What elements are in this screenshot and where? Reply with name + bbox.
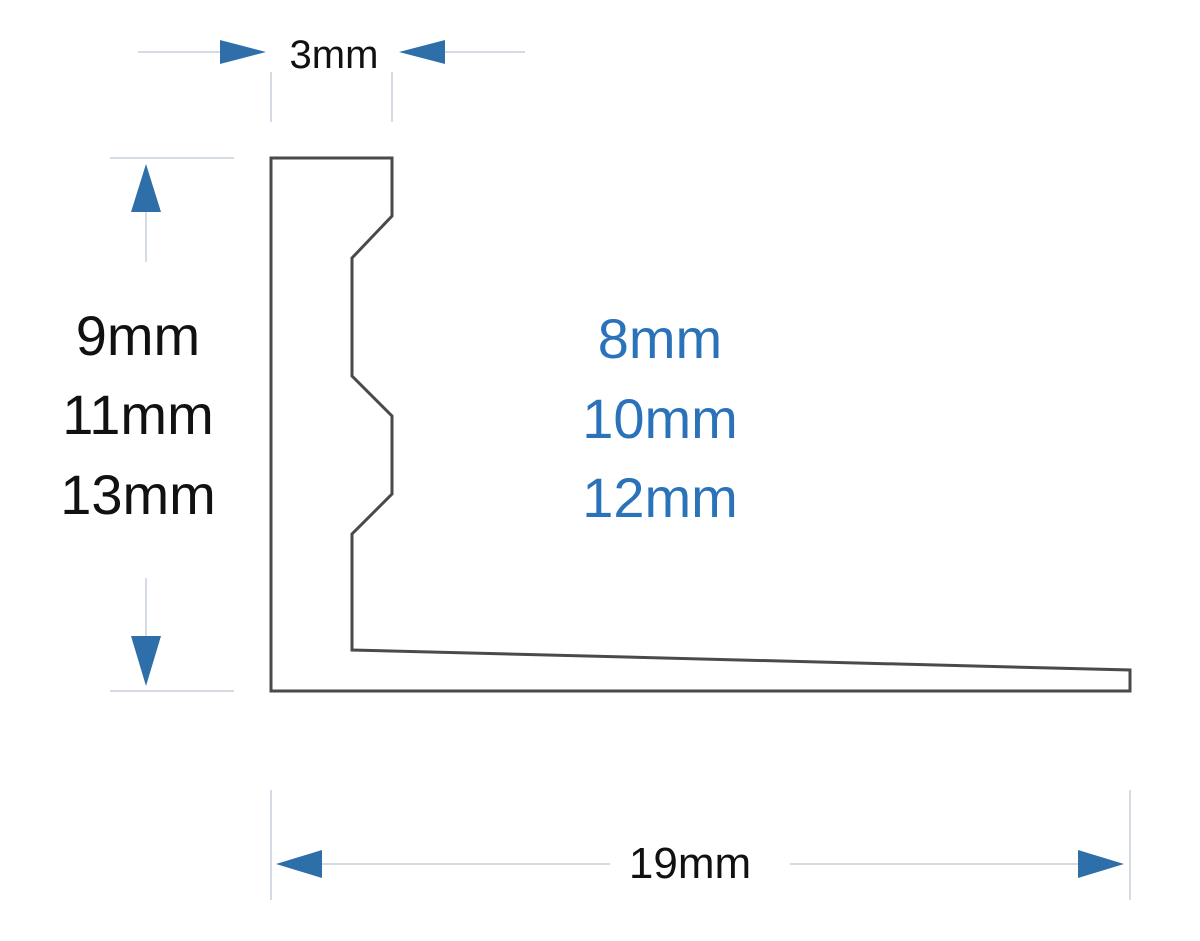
inner-height-labels: 8mm 10mm 12mm (582, 307, 738, 529)
trim-profile-outline (269, 156, 1132, 693)
arrow-up-icon (131, 164, 161, 212)
height-label-1: 9mm (76, 304, 200, 367)
lip-width-label: 3mm (290, 33, 379, 77)
dimension-top: 3mm (138, 33, 525, 122)
arrow-left-icon (276, 850, 322, 878)
inner-height-label-2: 10mm (582, 387, 738, 450)
height-label-2: 11mm (62, 383, 213, 446)
arrow-right-icon (220, 40, 266, 64)
height-label-3: 13mm (60, 463, 216, 526)
inner-height-label-3: 12mm (582, 466, 738, 529)
dimension-left: 9mm 11mm 13mm (60, 157, 234, 692)
arrow-right-icon (1078, 850, 1124, 878)
dimension-bottom: 19mm (270, 790, 1131, 900)
total-width-label: 19mm (629, 839, 751, 888)
arrow-down-icon (131, 636, 161, 686)
arrow-left-icon (399, 40, 445, 64)
inner-height-label-1: 8mm (598, 307, 722, 370)
